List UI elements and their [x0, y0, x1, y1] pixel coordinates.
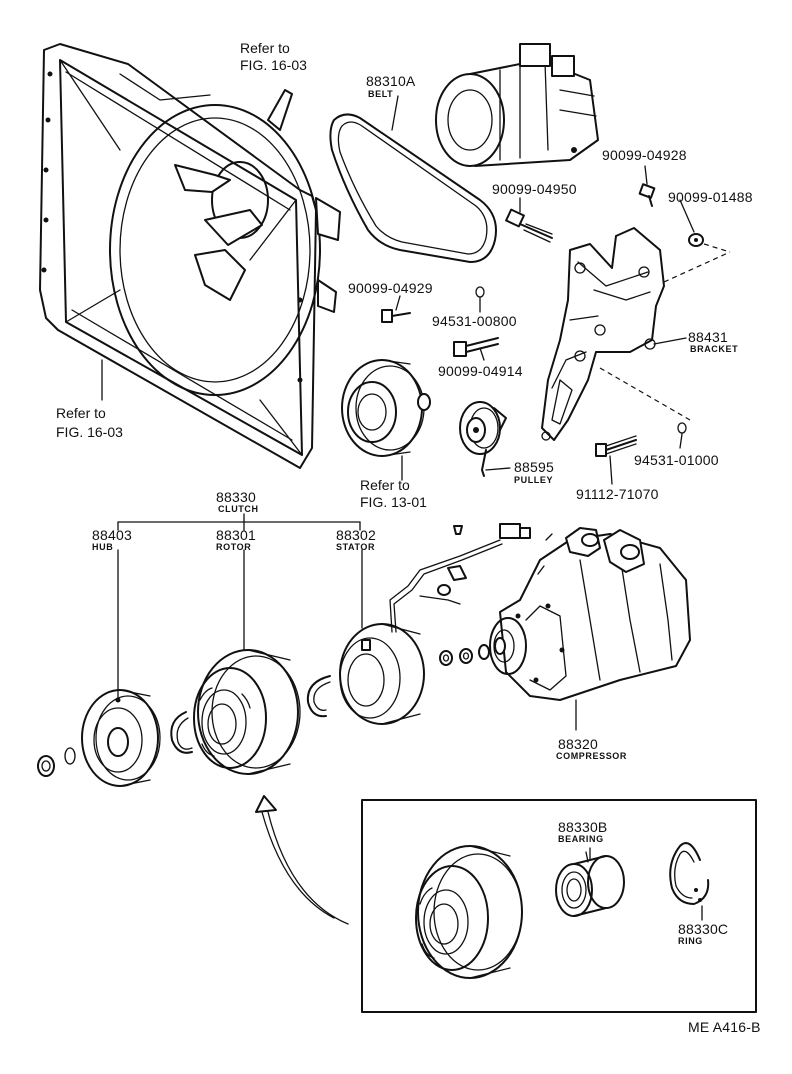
compressor-main: [489, 527, 691, 731]
bolt-71070-shape: [595, 435, 637, 457]
stator: [339, 623, 425, 725]
detail-inset: [361, 799, 757, 1013]
ref-pulley-line1: Refer to: [360, 477, 410, 493]
compressor-part-number: 88320: [558, 736, 598, 752]
snap-ring-rotor: [306, 675, 331, 718]
washer-01000-label: 94531-01000: [634, 452, 719, 468]
bolt-04950-shape: [505, 208, 553, 243]
bearing-name: BEARING: [558, 834, 604, 844]
hub-part-number: 88403: [92, 527, 132, 543]
detail-arrow: [255, 795, 349, 925]
bolt-04928-shape: [638, 183, 656, 207]
bolt-04929-label: 90099-04929: [348, 280, 433, 296]
ring-name: RING: [678, 936, 703, 946]
belt-part-number: 88310A: [366, 73, 416, 89]
hub: [81, 689, 161, 787]
rotor-name: ROTOR: [216, 542, 252, 552]
washer-00800-label: 94531-00800: [432, 313, 517, 329]
leader-lines: [395, 165, 695, 863]
idler-pulley-assembly: [341, 359, 431, 481]
nut-01488-shape: [663, 233, 731, 283]
belt-name: BELT: [368, 89, 394, 99]
bolt-71070-label: 91112-71070: [576, 486, 659, 502]
hub-name: HUB: [92, 542, 114, 552]
ref-left-line2: FIG. 16-03: [56, 424, 123, 440]
bolt-04928-label: 90099-04928: [602, 147, 687, 163]
ref-left-line1: Refer to: [56, 405, 106, 421]
belt: [329, 95, 497, 263]
rotor: [193, 649, 301, 775]
ref-top-line2: FIG. 16-03: [240, 57, 307, 73]
rotor-part-number: 88301: [216, 527, 256, 543]
clutch-name: CLUTCH: [218, 504, 259, 514]
nut-01488-label: 90099-01488: [668, 189, 753, 205]
hub-nut-washer: [37, 747, 76, 777]
ref-pulley-line2: FIG. 13-01: [360, 494, 427, 510]
stator-part-number: 88302: [336, 527, 376, 543]
inset-bearing: [555, 847, 625, 917]
washer-00800-shape: [475, 286, 485, 298]
bolt-04914-label: 90099-04914: [438, 363, 523, 379]
snap-ring-hub: [170, 711, 193, 754]
inset-ring: [669, 842, 710, 921]
bolt-04950-label: 90099-04950: [492, 181, 577, 197]
bearing-part-number: 88330B: [558, 819, 608, 835]
compressor-shaft-nuts: [439, 644, 490, 666]
pulley-name: PULLEY: [514, 475, 554, 485]
compressor-top: [435, 43, 599, 167]
clutch-part-number: 88330: [216, 489, 256, 505]
pulley-88595-shape: [459, 401, 507, 477]
clutch-group-bracket: [117, 513, 363, 701]
stator-wire-harness: [389, 523, 531, 633]
ref-top-line1: Refer to: [240, 40, 290, 56]
bracket-name: BRACKET: [690, 344, 739, 354]
washer-01000-shape: [677, 422, 687, 434]
bolt-04914-shape: [453, 337, 499, 357]
ring-part-number: 88330C: [678, 921, 729, 937]
stator-name: STATOR: [336, 542, 376, 552]
pulley-part-number: 88595: [514, 459, 554, 475]
fan-shroud: [39, 43, 341, 469]
bracket-part-number: 88431: [688, 329, 728, 345]
bolt-04929-shape: [381, 309, 411, 323]
figure-code: ME A416-B: [688, 1019, 761, 1035]
compressor-name: COMPRESSOR: [556, 751, 628, 761]
bracket: [541, 227, 691, 441]
inset-rotor: [415, 845, 523, 979]
